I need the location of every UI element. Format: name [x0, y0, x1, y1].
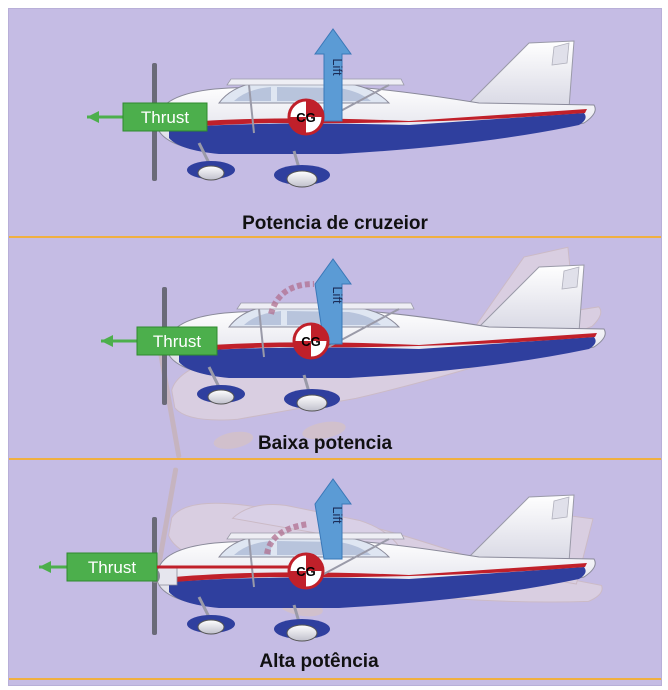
lift-arrow-icon: Lift	[314, 28, 352, 122]
cg-label: CG	[301, 334, 321, 349]
cg-marker-icon: CG	[287, 98, 325, 136]
panel-low-power: Lift Thrust CG Baixa potencia	[9, 243, 661, 465]
lift-label: Lift	[330, 506, 345, 524]
panel-cruise: Lift Thrust CG Potencia de cruzeior	[9, 28, 661, 238]
thrust-arrow-icon: Thrust	[101, 326, 218, 356]
diagram-frame: Lift Thrust CG Potencia de cruzeior	[8, 8, 662, 686]
diagram-canvas: Lift Thrust CG Potencia de cruzeior	[9, 28, 661, 680]
lift-label: Lift	[330, 58, 345, 76]
thrust-label: Thrust	[88, 558, 136, 577]
lift-arrow-icon: Lift	[314, 258, 352, 345]
airplane-icon	[148, 39, 597, 189]
thrust-arrow-icon: Thrust	[39, 552, 295, 582]
pitch-arc-icon	[268, 281, 315, 315]
thrust-label: Thrust	[141, 108, 189, 127]
panel-title-low-power: Baixa potencia	[258, 433, 393, 454]
lift-label: Lift	[330, 286, 345, 304]
thrust-label: Thrust	[153, 332, 201, 351]
cg-marker-icon: CG	[292, 322, 330, 360]
thrust-arrow-icon: Thrust	[87, 102, 208, 132]
cg-label: CG	[296, 110, 316, 125]
cg-label: CG	[296, 564, 316, 579]
panel-title-high-power: Alta potência	[259, 651, 379, 672]
pitch-arc-icon	[264, 521, 310, 555]
lift-arrow-icon: Lift	[314, 478, 352, 560]
panel-high-power: Lift Thrust CG Alta potência	[9, 445, 661, 680]
cg-marker-icon: CG	[287, 552, 325, 590]
panel-title-cruise: Potencia de cruzeior	[242, 213, 428, 234]
